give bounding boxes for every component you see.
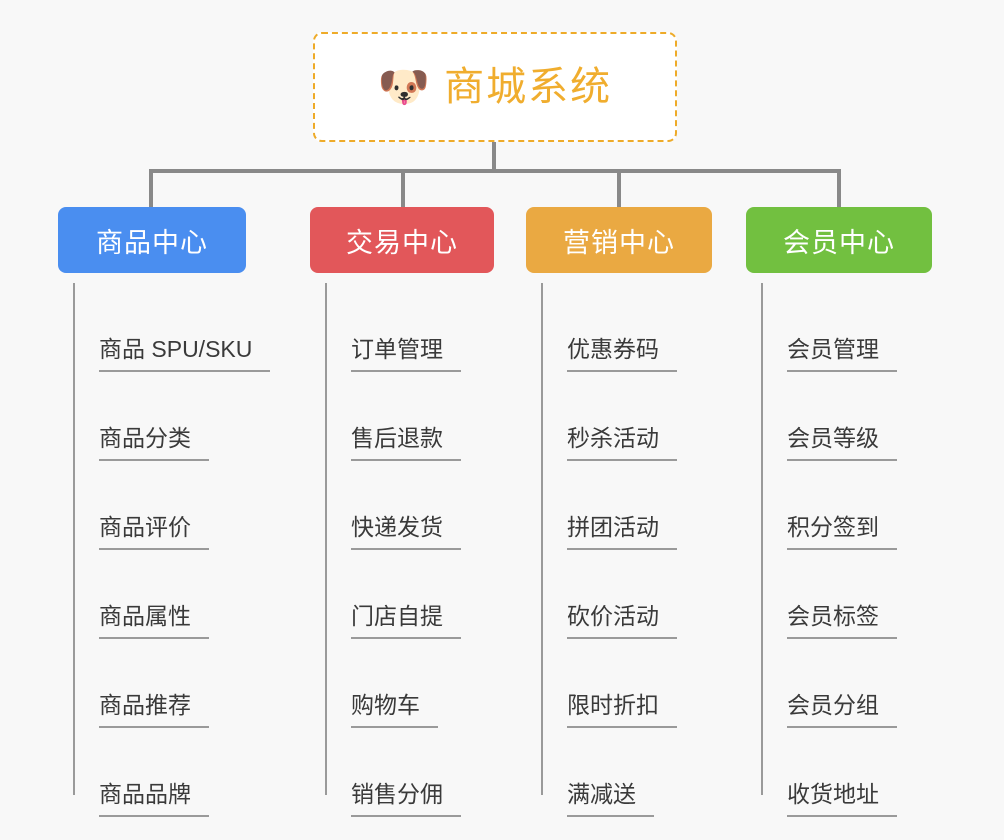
leaf-item[interactable]: 优惠券码: [541, 283, 712, 372]
leaf-list-trade-center: 订单管理 售后退款 快递发货 门店自提 购物车 销售分佣: [325, 283, 494, 817]
leaf-label: 商品品牌: [99, 783, 209, 817]
dog-face-icon: 🐶: [377, 63, 431, 110]
leaf-label: 满减送: [567, 783, 654, 817]
leaf-label: 拼团活动: [567, 516, 677, 550]
leaf-label: 售后退款: [351, 427, 461, 461]
root-node[interactable]: 🐶 商城系统: [313, 32, 677, 142]
branch-header-product-center[interactable]: 商品中心: [58, 207, 246, 273]
leaf-item[interactable]: 积分签到: [761, 461, 932, 550]
leaf-label: 秒杀活动: [567, 427, 677, 461]
leaf-label: 商品属性: [99, 605, 209, 639]
connector-horizontal-bus: [149, 169, 841, 173]
leaf-item[interactable]: 商品品牌: [73, 728, 246, 817]
leaf-label: 会员管理: [787, 338, 897, 372]
leaf-item[interactable]: 商品推荐: [73, 639, 246, 728]
branch-trade-center: 交易中心 订单管理 售后退款 快递发货 门店自提 购物车 销售分佣: [310, 207, 494, 817]
leaf-label: 积分签到: [787, 516, 897, 550]
leaf-label: 销售分佣: [351, 783, 461, 817]
leaf-label: 砍价活动: [567, 605, 677, 639]
leaf-list-product-center: 商品 SPU/SKU 商品分类 商品评价 商品属性 商品推荐 商品品牌: [73, 283, 271, 817]
leaf-label: 商品推荐: [99, 694, 209, 728]
leaf-item[interactable]: 商品属性: [73, 550, 246, 639]
root-title: 商城系统: [444, 65, 613, 109]
leaf-label: 商品 SPU/SKU: [99, 338, 271, 372]
leaf-item[interactable]: 会员管理: [761, 283, 932, 372]
leaf-item[interactable]: 销售分佣: [325, 728, 494, 817]
leaf-item[interactable]: 购物车: [325, 639, 494, 728]
branch-marketing-center: 营销中心 优惠券码 秒杀活动 拼团活动 砍价活动 限时折扣 满减送: [526, 207, 712, 817]
leaf-item[interactable]: 快递发货: [325, 461, 494, 550]
leaf-item[interactable]: 满减送: [541, 728, 712, 817]
leaf-label: 商品分类: [99, 427, 209, 461]
leaf-item[interactable]: 秒杀活动: [541, 372, 712, 461]
leaf-label: 优惠券码: [567, 338, 677, 372]
leaf-item[interactable]: 商品评价: [73, 461, 246, 550]
leaf-item[interactable]: 售后退款: [325, 372, 494, 461]
branch-product-center: 商品中心 商品 SPU/SKU 商品分类 商品评价 商品属性 商品推荐 商品品牌: [58, 207, 271, 817]
leaf-label: 会员标签: [787, 605, 897, 639]
leaf-item[interactable]: 订单管理: [325, 283, 494, 372]
leaf-item[interactable]: 限时折扣: [541, 639, 712, 728]
leaf-item[interactable]: 收货地址: [761, 728, 932, 817]
leaf-item[interactable]: 商品 SPU/SKU: [73, 283, 271, 372]
leaf-label: 快递发货: [351, 516, 461, 550]
connector-drop-trade-center: [401, 169, 405, 209]
connector-drop-marketing-center: [617, 169, 621, 209]
leaf-list-marketing-center: 优惠券码 秒杀活动 拼团活动 砍价活动 限时折扣 满减送: [541, 283, 712, 817]
leaf-item[interactable]: 砍价活动: [541, 550, 712, 639]
branch-member-center: 会员中心 会员管理 会员等级 积分签到 会员标签 会员分组 收货地址: [746, 207, 932, 817]
tree-spine: [761, 283, 763, 795]
branch-header-trade-center[interactable]: 交易中心: [310, 207, 494, 273]
leaf-item[interactable]: 会员分组: [761, 639, 932, 728]
leaf-label: 购物车: [351, 694, 438, 728]
leaf-label: 限时折扣: [567, 694, 677, 728]
branch-header-marketing-center[interactable]: 营销中心: [526, 207, 712, 273]
tree-spine: [325, 283, 327, 795]
leaf-item[interactable]: 拼团活动: [541, 461, 712, 550]
branch-header-member-center[interactable]: 会员中心: [746, 207, 932, 273]
leaf-label: 会员等级: [787, 427, 897, 461]
leaf-item[interactable]: 商品分类: [73, 372, 246, 461]
leaf-label: 会员分组: [787, 694, 897, 728]
leaf-list-member-center: 会员管理 会员等级 积分签到 会员标签 会员分组 收货地址: [761, 283, 932, 817]
tree-spine: [73, 283, 75, 795]
leaf-item[interactable]: 会员标签: [761, 550, 932, 639]
connector-root-stem: [492, 142, 496, 171]
connector-drop-product-center: [149, 169, 153, 209]
leaf-label: 商品评价: [99, 516, 209, 550]
connector-drop-member-center: [837, 169, 841, 209]
leaf-item[interactable]: 会员等级: [761, 372, 932, 461]
tree-spine: [541, 283, 543, 795]
leaf-label: 订单管理: [351, 338, 461, 372]
leaf-label: 门店自提: [351, 605, 461, 639]
leaf-label: 收货地址: [787, 783, 897, 817]
leaf-item[interactable]: 门店自提: [325, 550, 494, 639]
